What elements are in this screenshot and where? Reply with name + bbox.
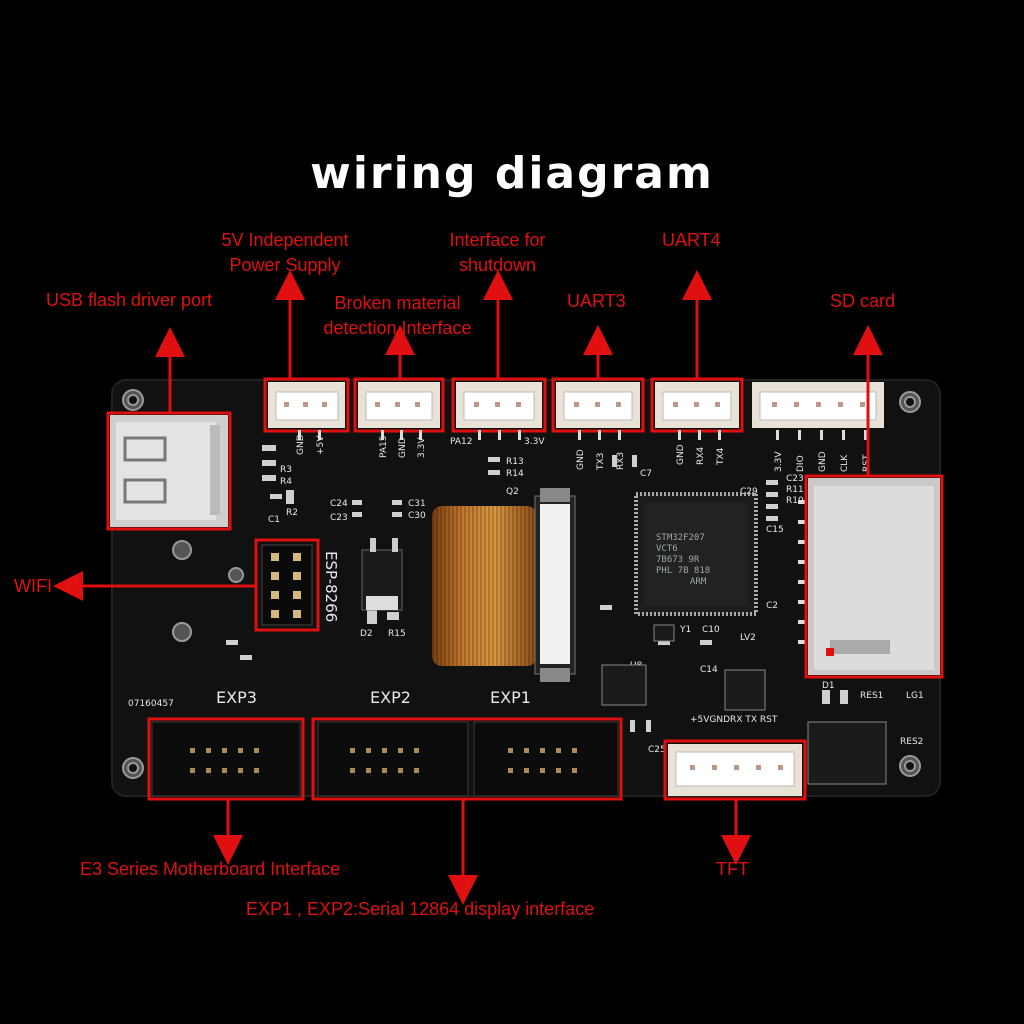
ref-label: RES1: [860, 691, 883, 701]
ref-label: R11: [786, 485, 804, 495]
pin-label: GND: [676, 444, 686, 465]
usb-port: [110, 415, 228, 527]
ref-label: R14: [506, 469, 524, 479]
ref-label: Q2: [506, 487, 519, 497]
pin-label: GND: [398, 437, 408, 458]
ref-label: C1: [268, 515, 280, 525]
ribbon-cable: [432, 488, 576, 682]
mounting-holes: [122, 389, 921, 779]
sd-card-highlight: [804, 474, 944, 679]
power-supply-label-line1: 5V Independent: [221, 230, 349, 250]
ref-label: C14: [700, 665, 718, 675]
pin-label: GND: [296, 434, 306, 455]
ref-label: R4: [280, 477, 292, 487]
exp-headers: [151, 721, 619, 797]
uart3-label: UART3: [567, 291, 626, 311]
pin-label: PA15: [379, 436, 389, 458]
ref-label: R15: [388, 629, 406, 639]
pin-label: RX4: [696, 447, 706, 465]
uart4-label: UART4: [662, 230, 721, 250]
wifi-label: WIFI: [14, 576, 52, 596]
ref-label: LV2: [740, 633, 756, 643]
usb-port-label: USB flash driver port: [46, 290, 213, 310]
ref-label: C15: [766, 525, 784, 535]
e3-interface-label: E3 Series Motherboard Interface: [80, 859, 341, 879]
pin-label: GND: [818, 451, 828, 472]
ref-label: D2: [360, 629, 373, 639]
pin-label: 3.3V: [774, 451, 784, 472]
pin-label: TX3: [596, 453, 606, 471]
smd-components: [226, 445, 848, 732]
exp-interface-label: EXP1 , EXP2:Serial 12864 display interfa…: [246, 899, 595, 919]
voltage-regulator: [361, 538, 403, 611]
connector-sd-header: [752, 382, 884, 428]
ref-label: R3: [280, 465, 292, 475]
sd-card-slot: [798, 478, 940, 675]
connector-uart4: [655, 382, 739, 428]
connector-power: [268, 382, 345, 428]
mcu-marking: VCT6: [656, 544, 678, 554]
serial-number: 07160457: [128, 699, 174, 709]
callout-arrows: [53, 270, 883, 905]
ref-label: C23: [330, 513, 348, 523]
ref-label: R2: [286, 508, 298, 518]
ref-label: C7: [640, 469, 652, 479]
mcu-marking: PHL 7B 818: [656, 566, 710, 576]
exp-highlights: [147, 717, 623, 801]
ref-label: C25: [648, 745, 666, 755]
mcu-chip: STM32F207 VCT6 7B673 9R PHL 7B 818 ARM: [634, 492, 758, 616]
ref-label: RES2: [900, 737, 923, 747]
small-ics: [601, 624, 887, 785]
ref-label: D1: [822, 681, 835, 691]
esp8266-header: [261, 544, 313, 626]
pin-label: 3.3V: [524, 437, 545, 447]
connector-shutdown: [456, 382, 542, 428]
exp2-silk: EXP2: [370, 688, 411, 707]
sd-card-label: SD card: [830, 291, 896, 311]
ref-label: R13: [506, 457, 524, 467]
tft-pin-labels: +5VGNDRX TX RST: [690, 715, 778, 725]
ref-label: C23: [786, 474, 804, 484]
ref-label: R10: [786, 496, 804, 506]
mcu-marking: 7B673 9R: [656, 555, 700, 565]
broken-material-label-line1: Broken material: [334, 293, 461, 313]
pin-label: GND: [576, 449, 586, 470]
esp8266-silk: ESP-8266: [322, 551, 340, 622]
ref-label: C24: [330, 499, 348, 509]
ref-label: LG1: [906, 691, 924, 701]
power-supply-label-line2: Power Supply: [229, 255, 341, 275]
pin-label: 3.3V: [417, 437, 427, 458]
exp3-silk: EXP3: [216, 688, 257, 707]
pin-label: TX4: [716, 447, 726, 466]
exp1-silk: EXP1: [490, 688, 531, 707]
power-supply-label: 5V Independent Power Supply: [205, 228, 365, 278]
connector-broken-material: [358, 382, 440, 428]
pin-label: DIO: [796, 455, 806, 472]
ref-label: C2: [766, 601, 778, 611]
ref-label: C31: [408, 499, 426, 509]
ref-label: C10: [702, 625, 720, 635]
pin-label: CLK: [840, 454, 850, 472]
pin-label: +5V: [316, 435, 326, 455]
pin-label: RX3: [616, 452, 626, 470]
mcu-brand: ARM: [690, 577, 707, 587]
tft-connector: [668, 744, 802, 796]
top-connectors: [268, 382, 884, 428]
shutdown-label: Interface for shutdown: [430, 228, 565, 278]
page-title: wiring diagram: [310, 148, 714, 199]
connector-uart3: [556, 382, 640, 428]
ref-label: Y1: [679, 625, 691, 635]
shutdown-label-line2: shutdown: [458, 255, 537, 275]
shutdown-label-line1: Interface for: [449, 230, 546, 250]
ref-label: C30: [408, 511, 426, 521]
pin-label: PA12: [450, 437, 472, 447]
mcu-marking: STM32F207: [656, 533, 705, 543]
